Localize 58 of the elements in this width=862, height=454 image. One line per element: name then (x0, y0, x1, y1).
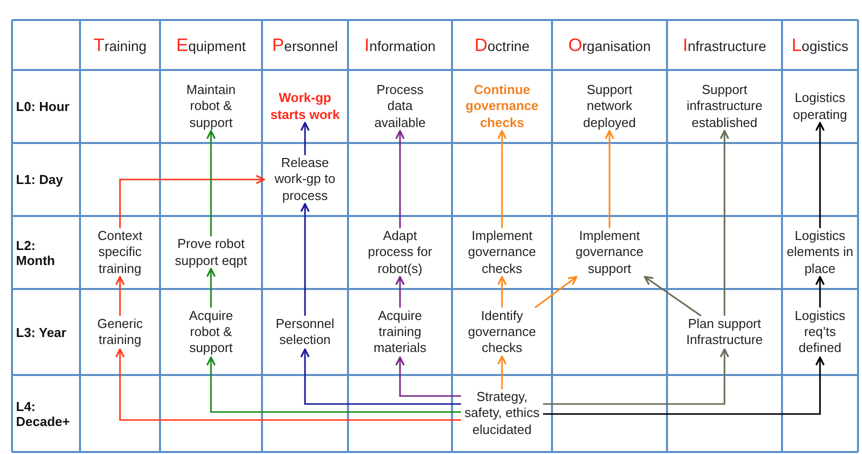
row-label: L0: Hour (16, 99, 70, 114)
arrow (300, 122, 310, 156)
column-header: Information (364, 34, 436, 56)
activity-text: Logistics elements in place (785, 228, 855, 277)
activity-text: Implement governance checks (456, 228, 548, 277)
activity-text: Identify governance checks (456, 308, 548, 356)
activity-text: Release work-gp to process (265, 155, 345, 204)
column-header: Organisation (568, 34, 651, 56)
activity-text: Continue governance checks (456, 82, 548, 131)
arrow (497, 276, 507, 308)
arrow (497, 356, 507, 390)
arrow (534, 276, 578, 308)
column-header: Equipment (176, 34, 246, 56)
arrow (115, 348, 461, 421)
activity-text: Work-gp starts work (269, 90, 341, 123)
arrow (300, 348, 461, 405)
activity-text: Logistics operating (785, 90, 855, 123)
activity-text: Generic training (89, 316, 151, 348)
row-label: L2: Month (16, 238, 56, 268)
activity-text: Maintain robot & support (175, 82, 247, 131)
activity-text: Personnel selection (267, 316, 343, 348)
column-header: Doctrine (474, 34, 530, 56)
arrow (720, 130, 730, 316)
row-label: L1: Day (16, 172, 64, 187)
arrow (497, 130, 507, 228)
activity-text: Process data available (364, 82, 436, 131)
activity-text: Strategy, safety, ethics elucidated (461, 389, 543, 438)
row-label: L4: Decade+ (16, 398, 71, 428)
activity-text: Adapt process for robot(s) (360, 228, 440, 277)
arrow (206, 268, 216, 308)
activity-text: Acquire training materials (362, 308, 438, 356)
activity-text: Support infrastructure established (674, 82, 774, 131)
activity-text: Logistics req’ts defined (785, 308, 855, 356)
arrow (206, 356, 461, 413)
arrow (543, 356, 825, 415)
arrow (119, 174, 265, 228)
activity-text: Context specific training (85, 228, 155, 277)
arrow (815, 122, 825, 228)
activity-text: Prove robot support eqpt (166, 236, 256, 269)
activity-text: Plan support Infrastructure (674, 316, 776, 348)
column-header: Personnel (272, 34, 338, 56)
column-header: Training (93, 34, 147, 56)
arrow (115, 276, 125, 316)
arrow (395, 356, 461, 397)
activity-text: Implement governance support (564, 228, 656, 277)
arrow (395, 276, 405, 308)
arrow (644, 276, 702, 316)
row-label: L3: Year (16, 324, 68, 340)
arrow (395, 130, 405, 228)
arrow (300, 203, 310, 316)
arrow (206, 130, 216, 236)
arrow (543, 348, 730, 405)
column-header: Infrastructure (682, 34, 766, 56)
activity-text: Support network deployed (568, 82, 650, 131)
arrow (604, 130, 614, 228)
activity-text: Acquire robot & support (178, 308, 244, 356)
arrow (815, 276, 825, 308)
column-header: Logistics (792, 34, 848, 56)
